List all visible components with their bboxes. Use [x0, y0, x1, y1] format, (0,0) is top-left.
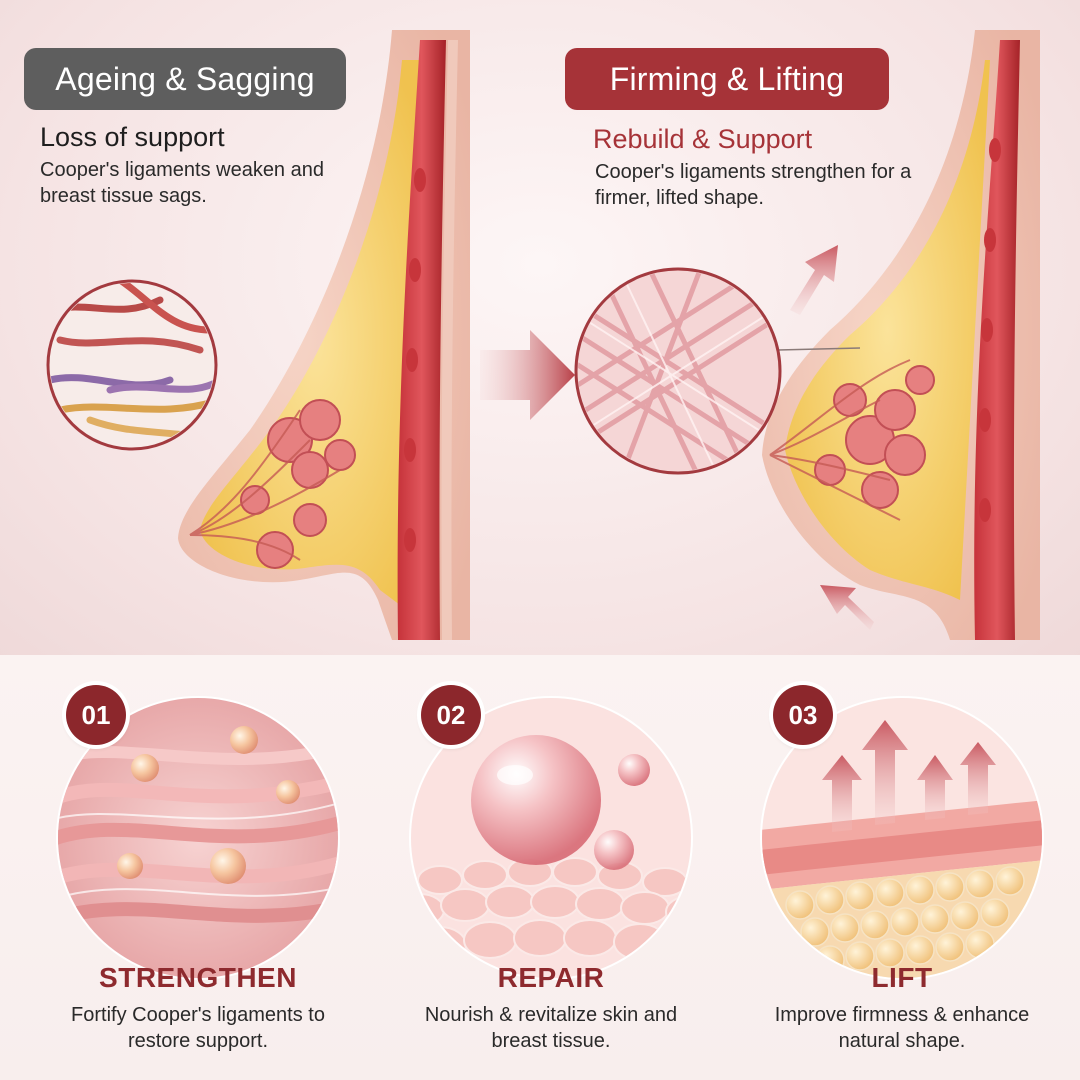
rebuild-support-heading: Rebuild & Support [593, 124, 813, 154]
lift-description: Improve firmness & enhance natural shape… [774, 1004, 1030, 1052]
firming-lifting-badge: Firming & Lifting [565, 48, 889, 110]
loss-of-support-description: Cooper's ligaments weaken and breast tis… [40, 159, 324, 207]
repair-illustration [409, 696, 693, 980]
loss-of-support-heading: Loss of support [40, 122, 225, 152]
strengthen-title: STRENGTHEN [99, 962, 297, 993]
sagging-breast-illustration [46, 30, 470, 640]
ageing-sagging-badge: Ageing & Sagging [24, 48, 346, 110]
step-number-badge: 02 [421, 685, 481, 745]
transition-arrow [480, 330, 575, 420]
lift-title: LIFT [871, 962, 933, 993]
rebuild-support-description: Cooper's ligaments strengthen for a firm… [595, 161, 912, 209]
step-number-badge: 03 [773, 685, 833, 745]
lifted-breast-illustration [574, 30, 1040, 640]
strengthen-illustration [56, 696, 340, 980]
repair-description: Nourish & revitalize skin and breast tis… [424, 1004, 678, 1052]
step-number-badge: 01 [66, 685, 126, 745]
strengthen-description: Fortify Cooper's ligaments to restore su… [71, 1004, 325, 1052]
repair-title: REPAIR [497, 962, 605, 993]
